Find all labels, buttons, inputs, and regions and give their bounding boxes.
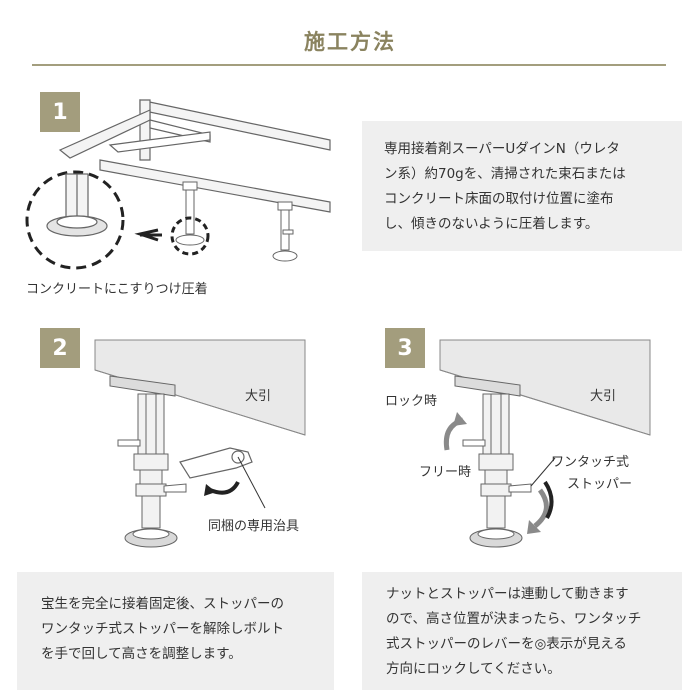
- step-3-free-label: フリー時: [419, 465, 471, 480]
- step-3-lock-label: ロック時: [385, 394, 437, 409]
- page-title: 施工方法: [304, 30, 396, 54]
- step-2-illustration: 大引 同梱の専用治具: [94, 339, 306, 548]
- step-2-beam-label: 大引: [245, 389, 271, 404]
- step-1-text-line: 専用接着剤スーパーUダインN（ウレタ: [384, 141, 620, 157]
- step-2-text-line: 宝生を完全に接着固定後、ストッパーの: [41, 596, 284, 612]
- step-1-illustration: [25, 99, 331, 270]
- step-1-text-line: コンクリート床面の取付け位置に塗布: [384, 191, 614, 207]
- step-3-text-line: ナットとストッパーは連動して動きます: [386, 586, 629, 602]
- step-2-badge: 2: [40, 328, 80, 368]
- step-1-text-line: し、傾きのないように圧着します。: [384, 216, 599, 232]
- step-3-stopper-label-2: ストッパー: [567, 477, 632, 492]
- step-2-note: 宝生を完全に接着固定後、ストッパーの ワンタッチ式ストッパーを解除しボルト を手…: [17, 572, 334, 690]
- title-divider: [32, 64, 666, 66]
- step-3-beam-label: 大引: [590, 389, 616, 404]
- step-3-note: ナットとストッパーは連動して動きます ので、高さ位置が決まったら、ワンタッチ 式…: [362, 572, 682, 690]
- step-3-stopper-label-1: ワンタッチ式: [551, 455, 629, 470]
- step-3-badge: 3: [385, 328, 425, 368]
- step-3-text-line: 方向にロックしてください。: [386, 661, 561, 677]
- step-3-text-line: ので、高さ位置が決まったら、ワンタッチ: [386, 611, 642, 627]
- arrow-left-icon: [134, 228, 162, 242]
- step-1-note: 専用接着剤スーパーUダインN（ウレタ ン系）約70gを、清掃された束石または コ…: [362, 121, 682, 251]
- step-1-badge: 1: [40, 92, 80, 132]
- step-2-text-line: ワンタッチ式ストッパーを解除しボルト: [41, 621, 284, 637]
- step-1-text-line: ン系）約70gを、清掃された束石または: [384, 166, 626, 182]
- step-2-tool-label: 同梱の専用治具: [208, 519, 299, 534]
- step-3-text-line: 式ストッパーのレバーを◎表示が見える: [386, 636, 627, 652]
- step-2-text-line: を手で回して高さを調整します。: [41, 646, 242, 662]
- step-3-illustration: 大引 ロック時 フリー時 ワンタッチ式 ストッパー: [385, 339, 651, 548]
- step-1-caption: コンクリートにこすりつけ圧着: [26, 282, 208, 297]
